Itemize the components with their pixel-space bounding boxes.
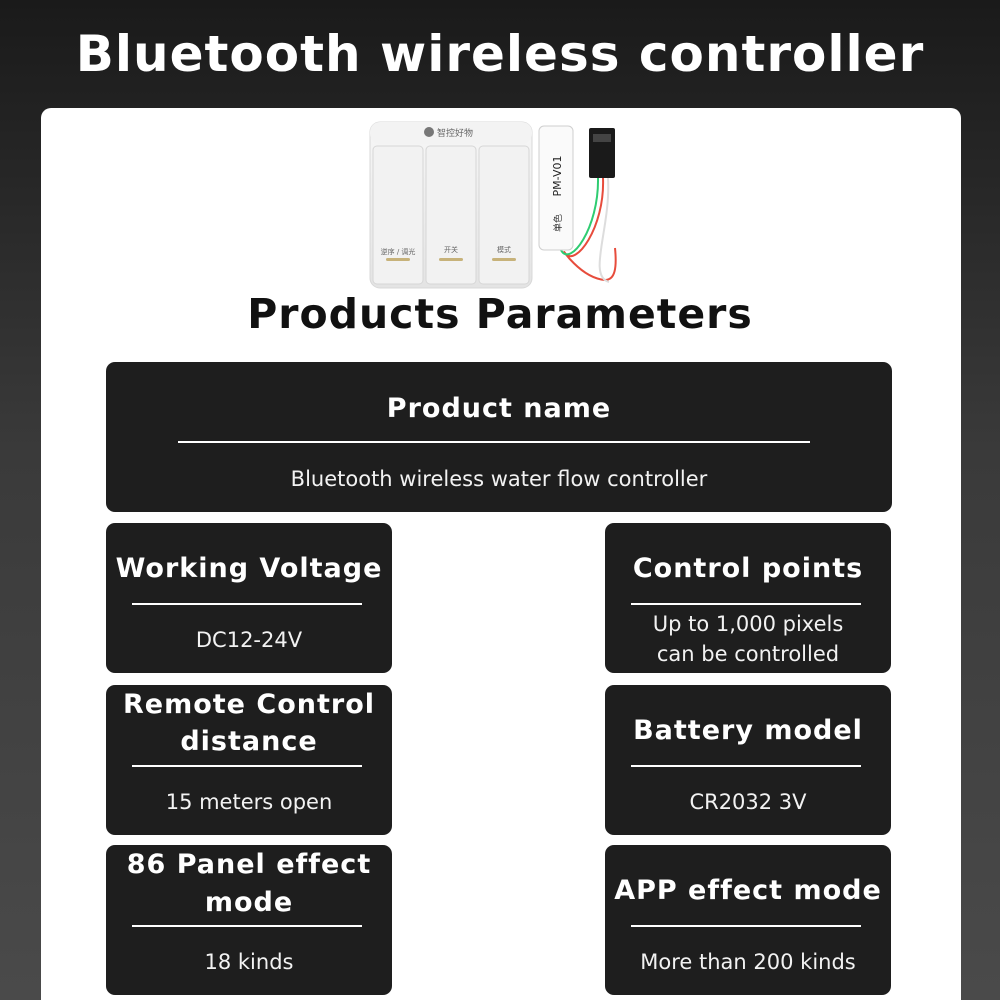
param-card-working-voltage: Working Voltage DC12-24V	[106, 523, 392, 673]
param-value-line-1: Up to 1,000 pixels	[652, 612, 844, 636]
param-label: APP effect mode	[614, 875, 882, 906]
param-card-control-points: Control points Up to 1,000 pixels can be…	[605, 523, 891, 673]
param-card-remote-distance: Remote Control distance 15 meters open	[106, 685, 392, 835]
param-card-panel-effect-mode: 86 Panel effect mode 18 kinds	[106, 845, 392, 995]
divider	[132, 765, 362, 767]
controller-module	[538, 125, 574, 251]
section-title: Products Parameters	[247, 290, 753, 338]
brand-logo-icon	[424, 127, 434, 137]
param-value: DC12-24V	[195, 628, 303, 652]
param-label: Product name	[386, 393, 612, 424]
param-label: Working Voltage	[115, 553, 383, 584]
product-image: 智控好物 逆序 / 调光 开关 模式 PM-V01 单色	[369, 121, 617, 289]
remote-button-3	[478, 145, 530, 285]
param-label-line-1: 86 Panel effect	[126, 849, 372, 880]
param-label: Battery model	[633, 715, 863, 746]
param-card-battery-model: Battery model CR2032 3V	[605, 685, 891, 835]
remote-button-label-3: 模式	[497, 245, 511, 254]
divider	[132, 925, 362, 927]
divider	[631, 603, 861, 605]
param-label-line-2: distance	[180, 726, 318, 757]
module-sublabel: 单色	[552, 214, 564, 232]
divider	[132, 603, 362, 605]
remote-button-1	[372, 145, 424, 285]
param-value: Bluetooth wireless water flow controller	[290, 467, 708, 491]
divider	[631, 765, 861, 767]
param-value: 18 kinds	[204, 950, 294, 974]
param-value-line-2: can be controlled	[656, 642, 840, 666]
remote-button-2	[425, 145, 477, 285]
indicator-1	[386, 258, 410, 261]
module-label: PM-V01	[551, 156, 564, 197]
param-label-line-2: mode	[204, 887, 294, 918]
page-title: Bluetooth wireless controller	[75, 25, 925, 83]
remote-button-label-1: 逆序 / 调光	[381, 247, 416, 256]
indicator-3	[492, 258, 516, 261]
remote-button-label-2: 开关	[444, 245, 458, 254]
divider	[631, 925, 861, 927]
param-label: Control points	[632, 553, 864, 584]
param-value: CR2032 3V	[689, 790, 807, 814]
param-value: More than 200 kinds	[640, 950, 856, 974]
param-card-app-effect-mode: APP effect mode More than 200 kinds	[605, 845, 891, 995]
param-value: 15 meters open	[165, 790, 333, 814]
module-wires	[563, 177, 617, 282]
param-card-product-name: Product name Bluetooth wireless water fl…	[106, 362, 892, 512]
divider	[178, 441, 810, 443]
param-label-line-1: Remote Control	[122, 689, 376, 720]
indicator-2	[439, 258, 463, 261]
remote-brand: 智控好物	[437, 127, 473, 139]
